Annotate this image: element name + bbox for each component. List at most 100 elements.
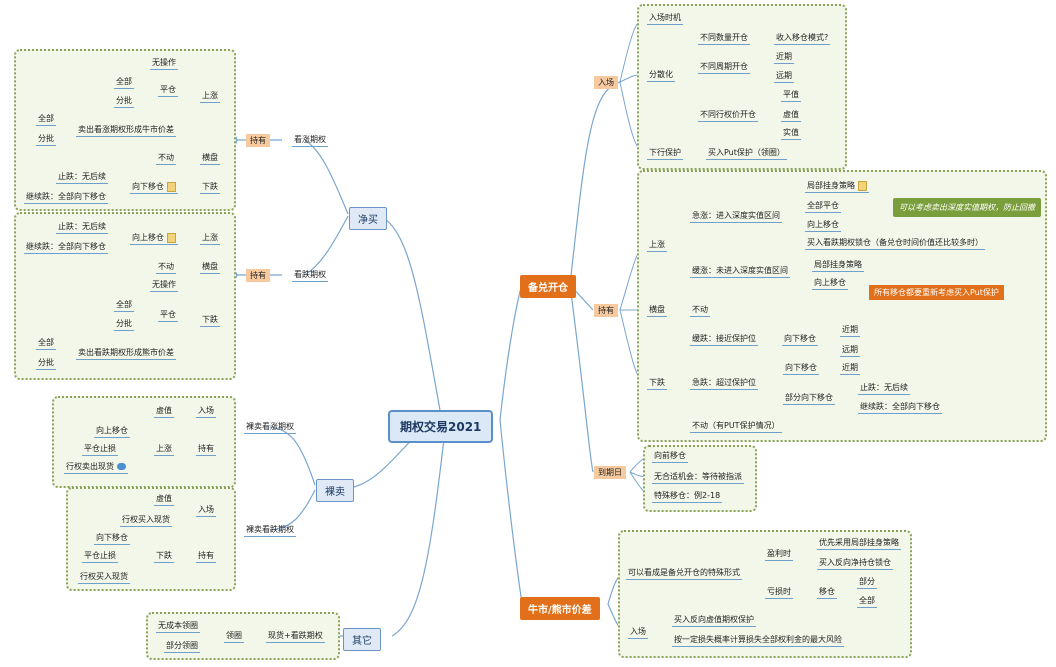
sideways-2[interactable]: 横盘 <box>200 261 220 274</box>
jingmai-hold-call[interactable]: 持有 <box>246 134 270 147</box>
call-option[interactable]: 看涨期权 <box>292 134 328 147</box>
all-2[interactable]: 全部 <box>36 113 56 126</box>
entry-spread[interactable]: 入场 <box>628 626 648 639</box>
stop-fall-1[interactable]: 止跌：无后续 <box>56 171 108 184</box>
root-topic[interactable]: 期权交易2021 <box>388 410 494 443</box>
branch-jingmai[interactable]: 净买 <box>349 207 387 230</box>
hold-put[interactable]: 持有 <box>196 550 216 563</box>
spot-put[interactable]: 现货+看跌期权 <box>266 630 325 643</box>
near-term-3[interactable]: 近期 <box>840 362 860 375</box>
roll-down-cc-1[interactable]: 向下移仓 <box>782 333 818 346</box>
when-loss[interactable]: 亏损时 <box>765 586 793 599</box>
close-all[interactable]: 全部平仓 <box>805 200 841 213</box>
put-option[interactable]: 看跌期权 <box>292 269 328 282</box>
hold-still-2[interactable]: 不动 <box>156 261 176 274</box>
diversify[interactable]: 分散化 <box>647 69 675 82</box>
stop-fall-2[interactable]: 止跌：无后续 <box>56 221 108 234</box>
hold-still-cc[interactable]: 不动 <box>690 304 710 317</box>
fall-2[interactable]: 下跌 <box>200 314 220 327</box>
atm[interactable]: 平值 <box>781 89 801 102</box>
close-1[interactable]: 平仓 <box>158 84 178 97</box>
rise-2[interactable]: 上涨 <box>200 232 220 245</box>
slow-rise[interactable]: 缓涨：未进入深度实值区间 <box>690 265 790 278</box>
all-1[interactable]: 全部 <box>114 76 134 89</box>
fall-1[interactable]: 下跌 <box>200 181 220 194</box>
roll-down-naked[interactable]: 向下移仓 <box>94 532 130 545</box>
roll-up-2[interactable]: 向上移仓 <box>130 232 178 245</box>
hold-still-1[interactable]: 不动 <box>156 152 176 165</box>
fall-naked[interactable]: 下跌 <box>154 550 174 563</box>
partial-roll-down[interactable]: 部分向下移仓 <box>783 392 835 405</box>
naked-call[interactable]: 裸卖看涨期权 <box>244 421 296 434</box>
buy-reverse-lock[interactable]: 买入反向净持仓锁仓 <box>817 557 893 570</box>
sideways-1[interactable]: 横盘 <box>200 152 220 165</box>
near-term-2[interactable]: 近期 <box>840 324 860 337</box>
batch-2[interactable]: 分批 <box>36 133 56 146</box>
roll-up-naked[interactable]: 向上移仓 <box>94 425 130 438</box>
branch-beidui[interactable]: 备兑开仓 <box>520 275 576 298</box>
roll-spread[interactable]: 移仓 <box>817 586 837 599</box>
sell-put-bear[interactable]: 卖出看跌期权形成熊市价差 <box>76 347 176 360</box>
hold-with-put[interactable]: 不动（有PUT保护情况） <box>690 420 782 433</box>
beidui-hold[interactable]: 持有 <box>594 304 618 317</box>
entry-timing[interactable]: 入场时机 <box>647 12 683 25</box>
far-term-1[interactable]: 远期 <box>774 70 794 83</box>
branch-qita[interactable]: 其它 <box>343 628 381 651</box>
sharp-fall[interactable]: 急跌：超过保护位 <box>690 377 758 390</box>
roll-down-cc-2[interactable]: 向下移仓 <box>783 362 819 375</box>
buy-put-collar[interactable]: 买入Put保护（领圈） <box>706 147 787 160</box>
stop-loss-put[interactable]: 平仓止损 <box>82 550 118 563</box>
otm[interactable]: 虚值 <box>781 109 801 122</box>
downside-protect[interactable]: 下行保护 <box>647 147 683 160</box>
all-spread[interactable]: 全部 <box>857 595 877 608</box>
exercise-buy-entry[interactable]: 行权买入现货 <box>120 514 172 527</box>
no-action-2[interactable]: 无操作 <box>150 279 178 292</box>
batch-4[interactable]: 分批 <box>36 357 56 370</box>
rise-naked[interactable]: 上涨 <box>154 443 174 456</box>
hold-call[interactable]: 持有 <box>196 443 216 456</box>
prefer-partial-hedge[interactable]: 优先采用局部挂身策略 <box>817 537 901 550</box>
stop-loss-call[interactable]: 平仓止损 <box>82 443 118 456</box>
no-action-1[interactable]: 无操作 <box>150 57 178 70</box>
zero-cost-collar[interactable]: 无成本领圈 <box>156 620 200 633</box>
diff-quantity[interactable]: 不同数量开仓 <box>698 32 750 45</box>
branch-niushi[interactable]: 牛市/熊市价差 <box>520 597 600 620</box>
all-4[interactable]: 全部 <box>36 337 56 350</box>
rise-cc[interactable]: 上涨 <box>647 239 667 252</box>
slow-fall[interactable]: 缓跌：接近保护位 <box>690 333 758 346</box>
batch-1[interactable]: 分批 <box>114 95 134 108</box>
entry-call[interactable]: 入场 <box>196 405 216 418</box>
expiry-day[interactable]: 到期日 <box>594 466 626 479</box>
partial-collar[interactable]: 部分领圈 <box>164 640 200 653</box>
special-cc-form[interactable]: 可以看成是备兑开仓的特殊形式 <box>626 567 742 580</box>
jingmai-hold-put[interactable]: 持有 <box>246 269 270 282</box>
roll-down-1[interactable]: 向下移仓 <box>130 181 178 194</box>
when-profit[interactable]: 盈利时 <box>765 548 793 561</box>
beidui-entry[interactable]: 入场 <box>594 76 618 89</box>
sell-call-bull[interactable]: 卖出看涨期权形成牛市价差 <box>76 124 176 137</box>
max-risk-calc[interactable]: 按一定损失概率计算损失全部权利金的最大风险 <box>672 634 844 647</box>
partial-spread[interactable]: 部分 <box>857 576 877 589</box>
far-term-2[interactable]: 远期 <box>840 344 860 357</box>
diff-strike[interactable]: 不同行权价开仓 <box>698 109 758 122</box>
otm-call[interactable]: 虚值 <box>154 405 174 418</box>
income-roll[interactable]: 收入移仓模式? <box>774 32 831 45</box>
exercise-buy[interactable]: 行权买入现货 <box>78 571 130 584</box>
itm[interactable]: 实值 <box>781 127 801 140</box>
special-roll[interactable]: 特殊移仓：例2-18 <box>652 490 723 503</box>
rise-1[interactable]: 上涨 <box>200 90 220 103</box>
roll-up-cc-1[interactable]: 向上移仓 <box>805 219 841 232</box>
otm-put[interactable]: 虚值 <box>154 493 174 506</box>
batch-3[interactable]: 分批 <box>114 318 134 331</box>
naked-put[interactable]: 裸卖看跌期权 <box>244 524 296 537</box>
near-term-1[interactable]: 近期 <box>774 51 794 64</box>
collar[interactable]: 领圈 <box>224 630 244 643</box>
fall-cc[interactable]: 下跌 <box>647 377 667 390</box>
roll-up-cc-2[interactable]: 向上移仓 <box>812 277 848 290</box>
stop-fall-cc[interactable]: 止跌：无后续 <box>858 382 910 395</box>
exercise-sell[interactable]: 行权卖出现货 <box>64 461 128 474</box>
await-assign[interactable]: 无合适机会：等待被指派 <box>652 471 744 484</box>
sideways-cc[interactable]: 横盘 <box>647 304 667 317</box>
close-2[interactable]: 平仓 <box>158 309 178 322</box>
buy-put-lock[interactable]: 买入看跌期权锁仓（备兑仓时间价值还比较多时） <box>805 237 985 250</box>
